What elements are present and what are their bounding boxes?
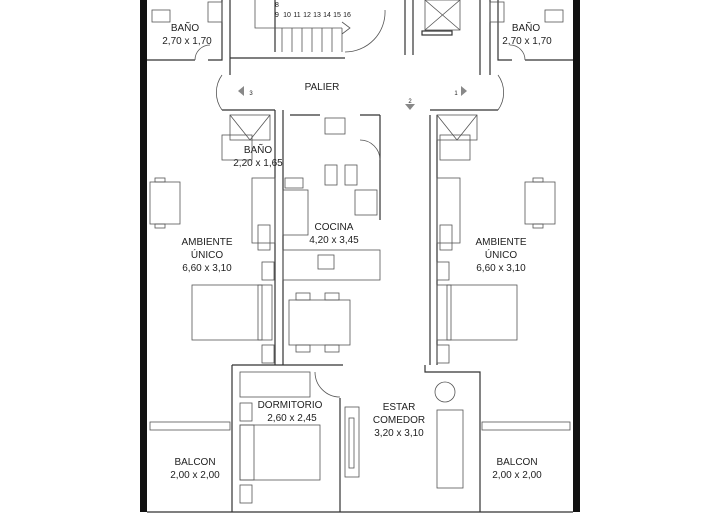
balcon-left: BALCON 2,00 x 2,00 <box>149 421 231 481</box>
room-name: COCINA <box>315 222 354 233</box>
ambiente-right: AMBIENTE ÚNICO 6,60 x 3,10 <box>436 114 556 364</box>
step-number: 8 <box>275 2 279 9</box>
room-name: AMBIENTE <box>181 237 232 248</box>
room-name: COMEDOR <box>373 415 425 426</box>
room-size: 2,70 x 1,70 <box>502 36 552 47</box>
unit-number: 1 <box>454 91 458 97</box>
room-name: BAÑO <box>171 21 200 34</box>
dormitorio: DORMITORIO 2,60 x 2,45 <box>239 371 323 504</box>
estar-comedor: ESTAR COMEDOR 3,20 x 3,10 <box>344 381 464 489</box>
step-number: 16 <box>343 12 351 19</box>
room-size: 2,20 x 1,65 <box>233 158 283 169</box>
room-size: 4,20 x 3,45 <box>309 235 359 246</box>
room-name: ÚNICO <box>191 248 223 261</box>
room-name: PALIER <box>305 82 340 93</box>
bano-top-left: BAÑO 2,70 x 1,70 <box>147 0 231 75</box>
step-number: 10 <box>283 12 291 19</box>
arrow-down-icon <box>405 104 415 110</box>
room-name: BAÑO <box>512 21 541 34</box>
room-size: 2,60 x 2,45 <box>267 413 317 424</box>
room-name: ESTAR <box>383 402 416 413</box>
elevator <box>404 0 481 75</box>
step-number: 12 <box>303 12 311 19</box>
arrow-right-icon <box>461 86 467 96</box>
bano-top-right: BAÑO 2,70 x 1,70 <box>489 0 573 75</box>
bano-center: BAÑO 2,20 x 1,65 <box>233 117 381 186</box>
room-size: 2,70 x 1,70 <box>162 36 212 47</box>
door-swing <box>314 371 341 398</box>
step-number: 11 <box>293 12 300 19</box>
room-name: BALCON <box>496 457 537 468</box>
room-name: BAÑO <box>244 143 273 156</box>
palier: PALIER 3 2 1 <box>216 74 504 111</box>
cocina: COCINA 4,20 x 3,45 <box>282 177 381 353</box>
stairs: 8 9 10 11 12 13 14 15 16 <box>230 0 386 59</box>
arrow-left-icon <box>238 86 244 96</box>
room-size: 6,60 x 3,10 <box>182 263 232 274</box>
step-number: 13 <box>313 12 321 19</box>
balcon-right: BALCON 2,00 x 2,00 <box>481 421 571 481</box>
room-size: 2,00 x 2,00 <box>492 470 542 481</box>
room-name: ÚNICO <box>485 248 517 261</box>
unit-number: 2 <box>408 99 412 105</box>
room-size: 3,20 x 3,10 <box>374 428 424 439</box>
outer-wall-left <box>140 0 147 512</box>
dining-table <box>288 299 351 346</box>
room-size: 2,00 x 2,00 <box>170 470 220 481</box>
step-number: 14 <box>323 12 331 19</box>
bottom-walls <box>231 364 481 512</box>
room-name: AMBIENTE <box>475 237 526 248</box>
room-name: BALCON <box>174 457 215 468</box>
step-number: 9 <box>275 12 279 19</box>
room-name: DORMITORIO <box>258 400 323 411</box>
room-size: 6,60 x 3,10 <box>476 263 526 274</box>
unit-number: 3 <box>249 91 253 97</box>
step-number: 15 <box>333 12 341 19</box>
outer-wall-right <box>573 0 580 512</box>
ambiente-left: AMBIENTE ÚNICO 6,60 x 3,10 <box>149 114 276 364</box>
